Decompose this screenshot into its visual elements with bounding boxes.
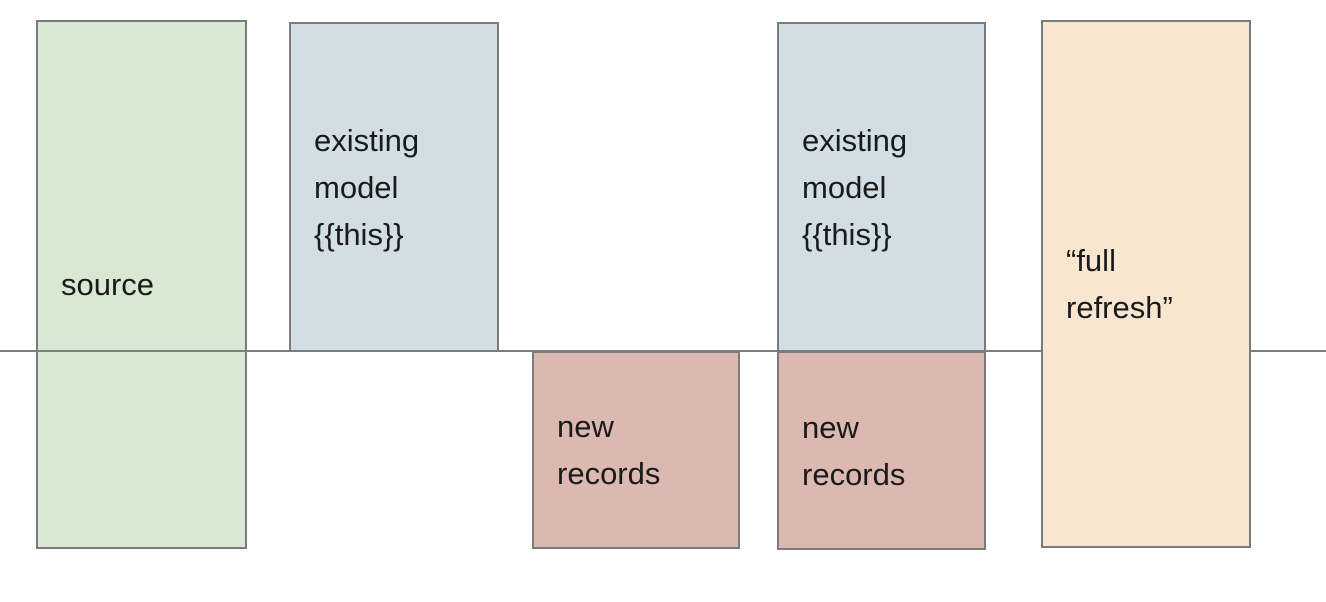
new-records-box-1: new records <box>532 351 740 549</box>
new-records-box-2: new records <box>777 351 986 550</box>
source-box-label: source <box>61 267 155 302</box>
new-records-box-1-label: new records <box>557 409 661 491</box>
existing-model-box-2-label: existing model {{this}} <box>802 122 908 252</box>
full-refresh-box-label: “full refresh” <box>1066 243 1173 325</box>
full-refresh-box: “full refresh” <box>1041 20 1251 548</box>
existing-model-box-2: existing model {{this}} <box>777 22 986 352</box>
existing-model-box-1-label: existing model {{this}} <box>314 122 420 252</box>
existing-model-box-1: existing model {{this}} <box>289 22 499 352</box>
source-box: source <box>36 20 247 549</box>
new-records-box-2-label: new records <box>802 409 906 492</box>
